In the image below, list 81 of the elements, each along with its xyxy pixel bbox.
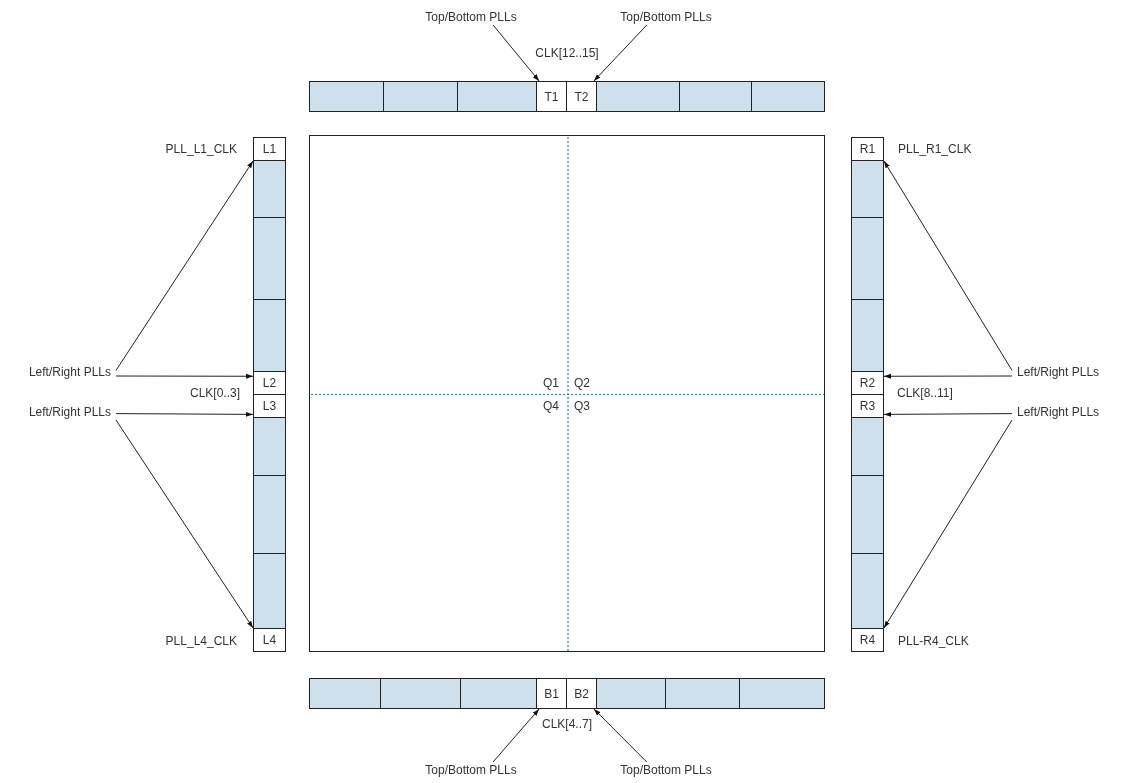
pin-label: T1 — [544, 89, 559, 104]
arrow — [593, 708, 648, 763]
pll-source-label: Top/Bottom PLLs — [620, 10, 712, 24]
bank-cell — [739, 678, 825, 709]
bank-cell — [253, 299, 286, 372]
clock-pin-cell — [851, 137, 884, 161]
pll-source-label: Top/Bottom PLLs — [425, 763, 517, 777]
arrow — [883, 160, 1013, 371]
clock-pin-cell — [566, 81, 597, 112]
clock-signal-label: CLK[0..3] — [189, 386, 240, 400]
pin-label: R3 — [859, 399, 876, 413]
bank-cell — [253, 217, 286, 300]
bank-cell — [851, 475, 884, 554]
clock-pin-cell — [851, 394, 884, 418]
bank-cell — [460, 678, 537, 709]
bank-cell — [380, 678, 461, 709]
bank-cell — [383, 81, 458, 112]
pin-label: B2 — [574, 686, 589, 701]
bank-cell — [253, 417, 286, 476]
pin-label: R4 — [859, 633, 876, 647]
pin-label: L1 — [262, 142, 277, 156]
arrow — [883, 373, 1013, 379]
pll-source-label: Top/Bottom PLLs — [425, 10, 517, 24]
arrow — [115, 419, 254, 629]
device-core-square — [309, 135, 825, 652]
pin-label: B1 — [544, 686, 559, 701]
pin-label: R2 — [859, 376, 876, 390]
bank-cell — [596, 678, 666, 709]
pin-label: T2 — [574, 89, 589, 104]
clock-pin-cell — [253, 137, 286, 161]
clock-signal-label: CLK[12..15] — [535, 46, 599, 60]
clock-signal-label: PLL-R4_CLK — [898, 634, 969, 648]
bank-cell — [851, 417, 884, 476]
clock-signal-label: CLK[4..7] — [542, 717, 592, 731]
pll-source-label: Left/Right PLLs — [1017, 365, 1100, 379]
bank-cell — [851, 217, 884, 300]
bank-cell — [309, 678, 381, 709]
quadrant-label: Q3 — [574, 399, 590, 413]
bank-cell — [851, 553, 884, 629]
clock-pin-cell — [851, 628, 884, 652]
bank-cell — [253, 475, 286, 554]
bank-cell — [457, 81, 537, 112]
clock-pin-cell — [253, 371, 286, 395]
clock-signal-label: PLL_L4_CLK — [165, 634, 237, 648]
arrow — [115, 411, 254, 417]
bank-cell — [851, 299, 884, 372]
arrow — [115, 373, 254, 379]
arrow — [883, 419, 1013, 629]
arrow — [593, 24, 648, 82]
bank-cell — [851, 160, 884, 218]
pll-source-label: Left/Right PLLs — [1017, 405, 1100, 419]
quadrant-label: Q2 — [574, 376, 590, 390]
arrow — [492, 24, 540, 82]
clock-pin-cell — [851, 371, 884, 395]
arrow — [115, 160, 254, 371]
pll-source-label: Top/Bottom PLLs — [620, 763, 712, 777]
pin-label: L2 — [262, 376, 277, 390]
clock-signal-label: CLK[8..11] — [897, 386, 953, 400]
bank-cell — [253, 553, 286, 629]
clock-pin-cell — [566, 678, 597, 709]
clock-signal-label: PLL_L1_CLK — [165, 142, 237, 156]
pin-label: R1 — [859, 142, 876, 156]
pll-source-label: Left/Right PLLs — [28, 365, 111, 379]
clock-pin-cell — [253, 394, 286, 418]
quadrant-label: Q1 — [543, 376, 559, 390]
bank-cell — [665, 678, 740, 709]
bank-cell — [253, 160, 286, 218]
clock-pin-cell — [536, 678, 567, 709]
clock-pin-cell — [536, 81, 567, 112]
clock-signal-label: PLL_R1_CLK — [898, 142, 972, 156]
arrow — [492, 708, 540, 763]
arrow — [883, 411, 1013, 417]
bank-cell — [679, 81, 752, 112]
pin-label: L4 — [262, 633, 277, 647]
clock-pin-cell — [253, 628, 286, 652]
pin-label: L3 — [262, 399, 277, 413]
pll-source-label: Left/Right PLLs — [28, 405, 111, 419]
quadrant-label: Q4 — [543, 399, 559, 413]
bank-cell — [596, 81, 680, 112]
bank-cell — [751, 81, 825, 112]
bank-cell — [309, 81, 384, 112]
